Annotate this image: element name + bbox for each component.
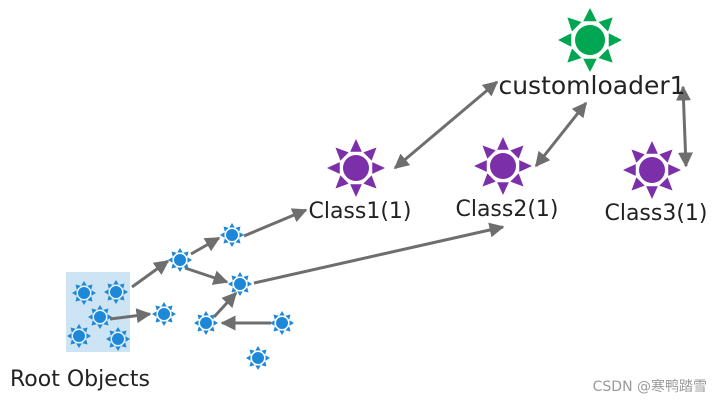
class1-node sun-icon (327, 139, 385, 197)
object-node sun-icon (194, 311, 218, 335)
reference-arrows (109, 80, 693, 331)
arrow-class2-loader (534, 101, 588, 168)
arrow-n4-class2 (253, 222, 505, 285)
root-objects-label: Root Objects (10, 367, 150, 392)
class1-label: Class1(1) (308, 199, 411, 224)
object-node sun-icon (246, 346, 270, 370)
arrow-root-n3 (109, 308, 152, 324)
root-object-node sun-icon (104, 280, 128, 304)
watermark: CSDN @寒鸭踏雪 (593, 378, 707, 395)
arrow-n0-n4 (184, 266, 229, 285)
class2-label: Class2(1) (455, 197, 558, 222)
class3-label: Class3(1) (604, 201, 707, 226)
customloader-label: customloader1 (498, 71, 685, 100)
customloader-node sun-icon (558, 8, 622, 72)
object-node sun-icon (228, 272, 252, 296)
object-node sun-icon (152, 302, 176, 326)
root-object-node sun-icon (67, 324, 91, 348)
object-node sun-icon (270, 311, 294, 335)
arrow-n5-n4 (212, 291, 238, 319)
arrow-n0-n1 (190, 236, 221, 256)
root-object-node sun-icon (88, 305, 112, 329)
arrow-root-n0 (131, 259, 170, 289)
arrow-class3-loader (676, 85, 693, 168)
arrow-n1-class1 (243, 208, 308, 238)
root-object-node sun-icon (106, 327, 130, 351)
root-object-node sun-icon (72, 281, 96, 305)
class3-node sun-icon (623, 141, 681, 199)
object-node sun-icon (220, 223, 244, 247)
object-node sun-icon (168, 248, 192, 272)
class2-node sun-icon (474, 137, 532, 195)
arrow-class1-loader (393, 80, 499, 170)
